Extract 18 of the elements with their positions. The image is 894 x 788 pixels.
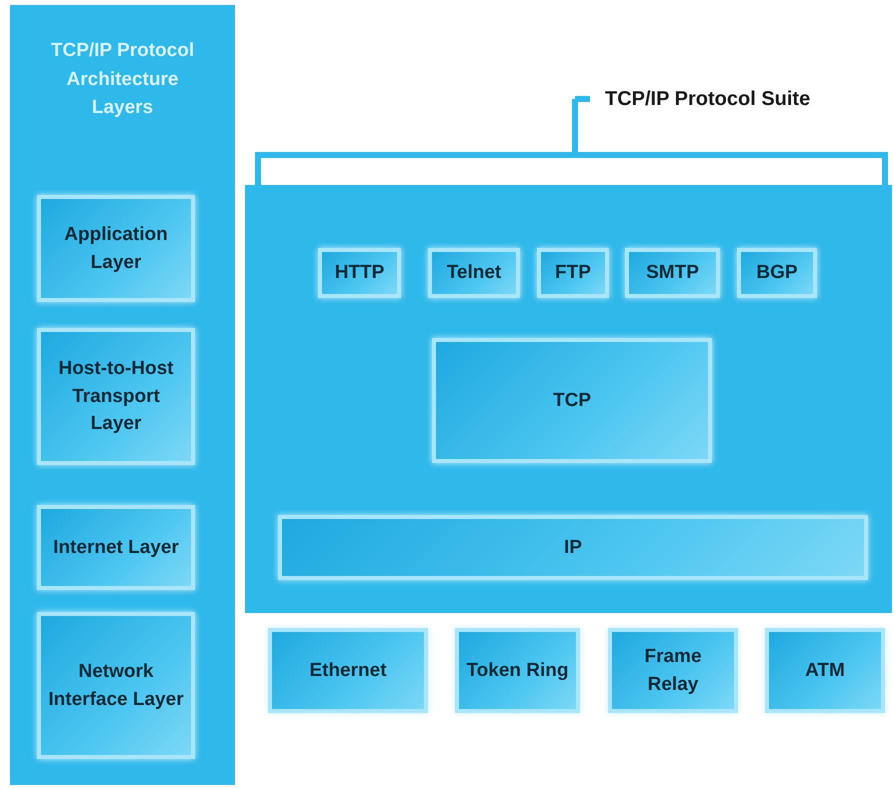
- protocol-box: SMTP: [625, 248, 720, 298]
- protocol-box: Frame Relay: [608, 628, 738, 713]
- protocol-box: BGP: [737, 248, 817, 298]
- protocol-box: Network Interface Layer: [37, 612, 195, 759]
- protocol-box: Application Layer: [37, 195, 195, 302]
- protocol-box: Telnet: [428, 248, 520, 298]
- protocol-box: IP: [278, 515, 868, 580]
- panel-title: TCP/IP Protocol Architecture Layers: [50, 39, 196, 120]
- protocol-box: Host-to-Host Transport Layer: [37, 328, 195, 465]
- protocol-box: Ethernet: [268, 628, 428, 713]
- protocol-box: FTP: [537, 248, 609, 298]
- heading-label: TCP/IP Protocol Suite: [605, 87, 812, 112]
- protocol-box: ATM: [765, 628, 885, 713]
- protocol-box: TCP: [432, 338, 712, 463]
- protocol-box: Internet Layer: [37, 505, 195, 590]
- protocol-box: HTTP: [318, 248, 401, 298]
- layer-panel: [10, 5, 235, 785]
- protocol-box: Token Ring: [455, 628, 580, 713]
